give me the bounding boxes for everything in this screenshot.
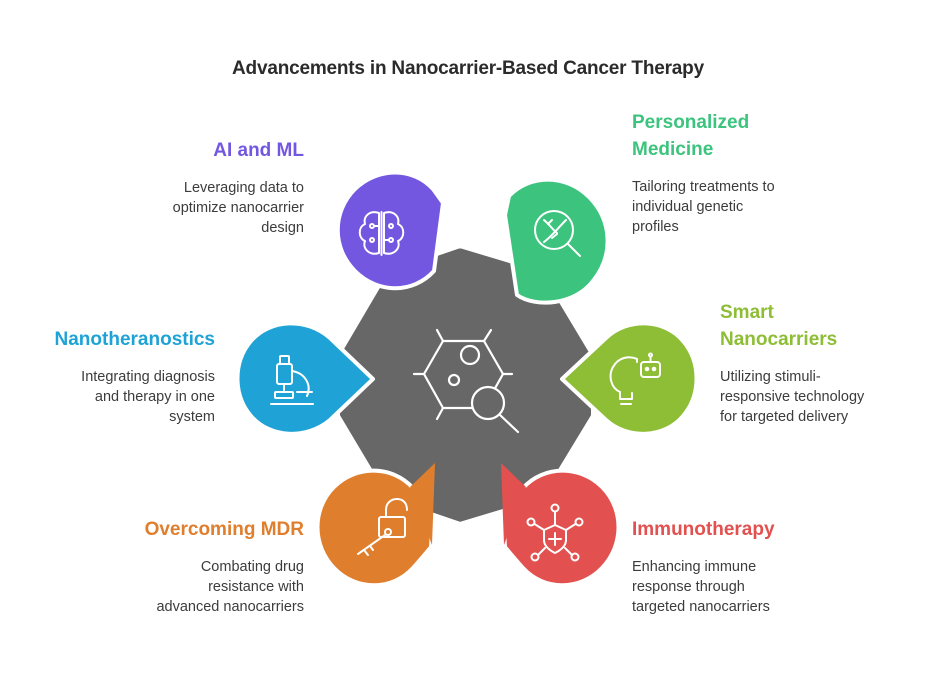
overcoming-mdr-desc-line: resistance with [208, 579, 304, 595]
overcoming-mdr-description: Combating drug resistance with advanced … [54, 557, 304, 617]
overcoming-mdr-heading: Overcoming MDR [144, 519, 304, 540]
unlock-key-icon [357, 498, 408, 556]
overcoming-mdr-desc-line: advanced nanocarriers [156, 599, 304, 615]
diagram-title: Advancements in Nanocarrier-Based Cancer… [232, 58, 704, 79]
immunotherapy-pointer [501, 463, 526, 545]
ai-ml-drop [335, 170, 445, 291]
nanotheranostics-desc-line: system [169, 409, 215, 425]
nanotheranostics-description: Integrating diagnosis and therapy in one… [0, 367, 215, 427]
smart-nanocarriers-desc-line: for targeted delivery [720, 409, 849, 425]
smart-nanocarriers-description: Utilizing stimuli- responsive technology… [720, 367, 920, 427]
ai-ml-description: Leveraging data to optimize nanocarrier … [54, 178, 304, 238]
microscope-icon [270, 355, 314, 405]
cell-magnifier-icon [412, 328, 520, 434]
ai-ml-heading: AI and ML [213, 140, 304, 161]
personalized-medicine-heading-line: Medicine [632, 139, 714, 160]
smart-nanocarriers-heading: Smart Nanocarriers [720, 299, 920, 353]
immunotherapy-heading: Immunotherapy [632, 519, 775, 540]
nanotheranostics-heading: Nanotheranostics [54, 329, 215, 350]
center-hexagon [334, 242, 597, 528]
personalized-medicine-desc-line: Tailoring treatments to [632, 179, 775, 195]
ai-ml-item: AI and ML Leveraging data to optimize na… [54, 137, 304, 238]
immunotherapy-desc-line: Enhancing immune [632, 559, 757, 575]
personalized-medicine-item: Personalized Medicine Tailoring treatmen… [632, 109, 882, 237]
overcoming-mdr-item: Overcoming MDR Combating drug resistance… [54, 516, 304, 617]
dna-search-icon [534, 210, 581, 257]
personalized-medicine-heading: Personalized Medicine [632, 109, 882, 163]
smart-nanocarriers-drop [560, 321, 699, 436]
nanotheranostics-item: Nanotheranostics Integrating diagnosis a… [0, 326, 215, 427]
smart-nanocarriers-heading-line: Nanocarriers [720, 329, 838, 350]
ai-ml-desc-line: design [261, 220, 304, 236]
lightbulb-robot-icon [609, 352, 661, 405]
overcoming-mdr-desc-line: Combating drug [200, 559, 304, 575]
personalized-medicine-description: Tailoring treatments to individual genet… [632, 177, 882, 237]
ai-ml-desc-line: optimize nanocarrier [172, 200, 304, 216]
smart-nanocarriers-desc-line: responsive technology [720, 389, 865, 405]
personalized-medicine-drop [503, 177, 610, 305]
brain-circuit-icon [358, 211, 405, 256]
personalized-medicine-desc-line: profiles [632, 219, 679, 235]
immunotherapy-item: Immunotherapy Enhancing immune response … [632, 516, 882, 617]
immunotherapy-desc-line: targeted nanocarriers [632, 599, 770, 615]
personalized-medicine-heading-line: Personalized [632, 112, 750, 133]
smart-nanocarriers-desc-line: Utilizing stimuli- [720, 369, 821, 385]
smart-nanocarriers-item: Smart Nanocarriers Utilizing stimuli- re… [720, 299, 920, 427]
personalized-medicine-desc-line: individual genetic [632, 199, 744, 215]
immune-network-icon [526, 503, 584, 562]
overcoming-mdr-pointer [410, 463, 435, 545]
immunotherapy-desc-line: response through [632, 579, 745, 595]
nanotheranostics-desc-line: Integrating diagnosis [81, 369, 215, 385]
ai-ml-desc-line: Leveraging data to [183, 180, 304, 196]
nanotheranostics-desc-line: and therapy in one [94, 389, 215, 405]
smart-nanocarriers-heading-line: Smart [720, 302, 774, 323]
immunotherapy-description: Enhancing immune response through target… [632, 557, 882, 617]
